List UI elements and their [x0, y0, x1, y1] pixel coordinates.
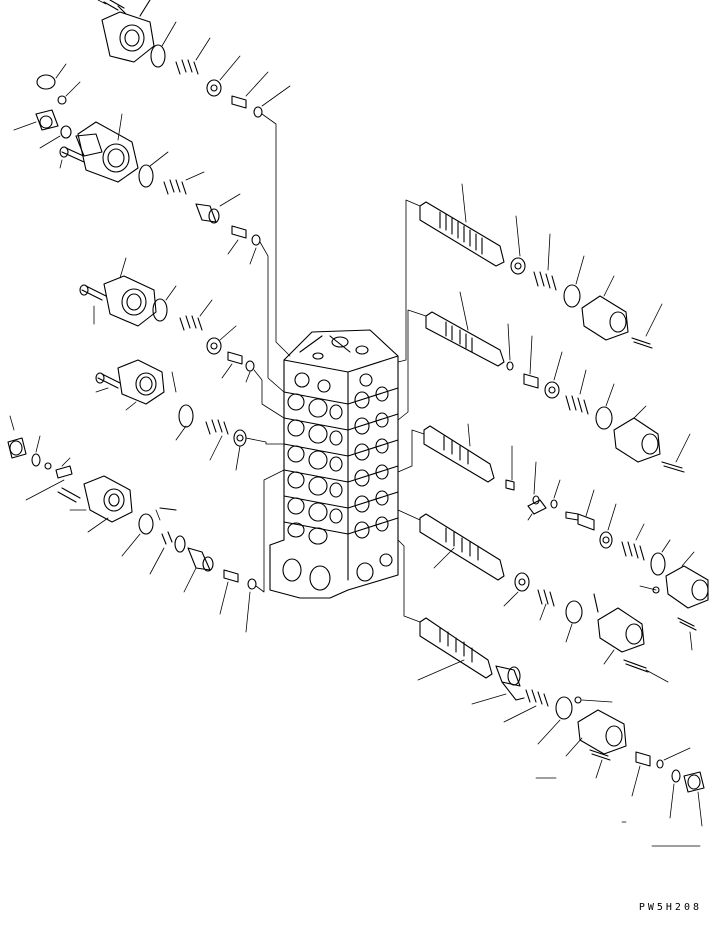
left-group-1 [97, 0, 291, 357]
right-group-2 [397, 291, 691, 473]
drawing-code: PW5H208 [638, 902, 702, 913]
right-group-5 [397, 539, 705, 847]
body-ports-side [354, 373, 389, 539]
left-group-2 [13, 63, 285, 393]
right-group-3 [397, 423, 709, 651]
valve-body [269, 329, 399, 599]
left-group-3 [79, 257, 285, 419]
right-group-1 [397, 183, 663, 363]
left-group-5 [7, 415, 285, 633]
left-group-4 [95, 359, 285, 471]
right-group-4 [397, 509, 669, 683]
body-ports-front [287, 372, 343, 545]
